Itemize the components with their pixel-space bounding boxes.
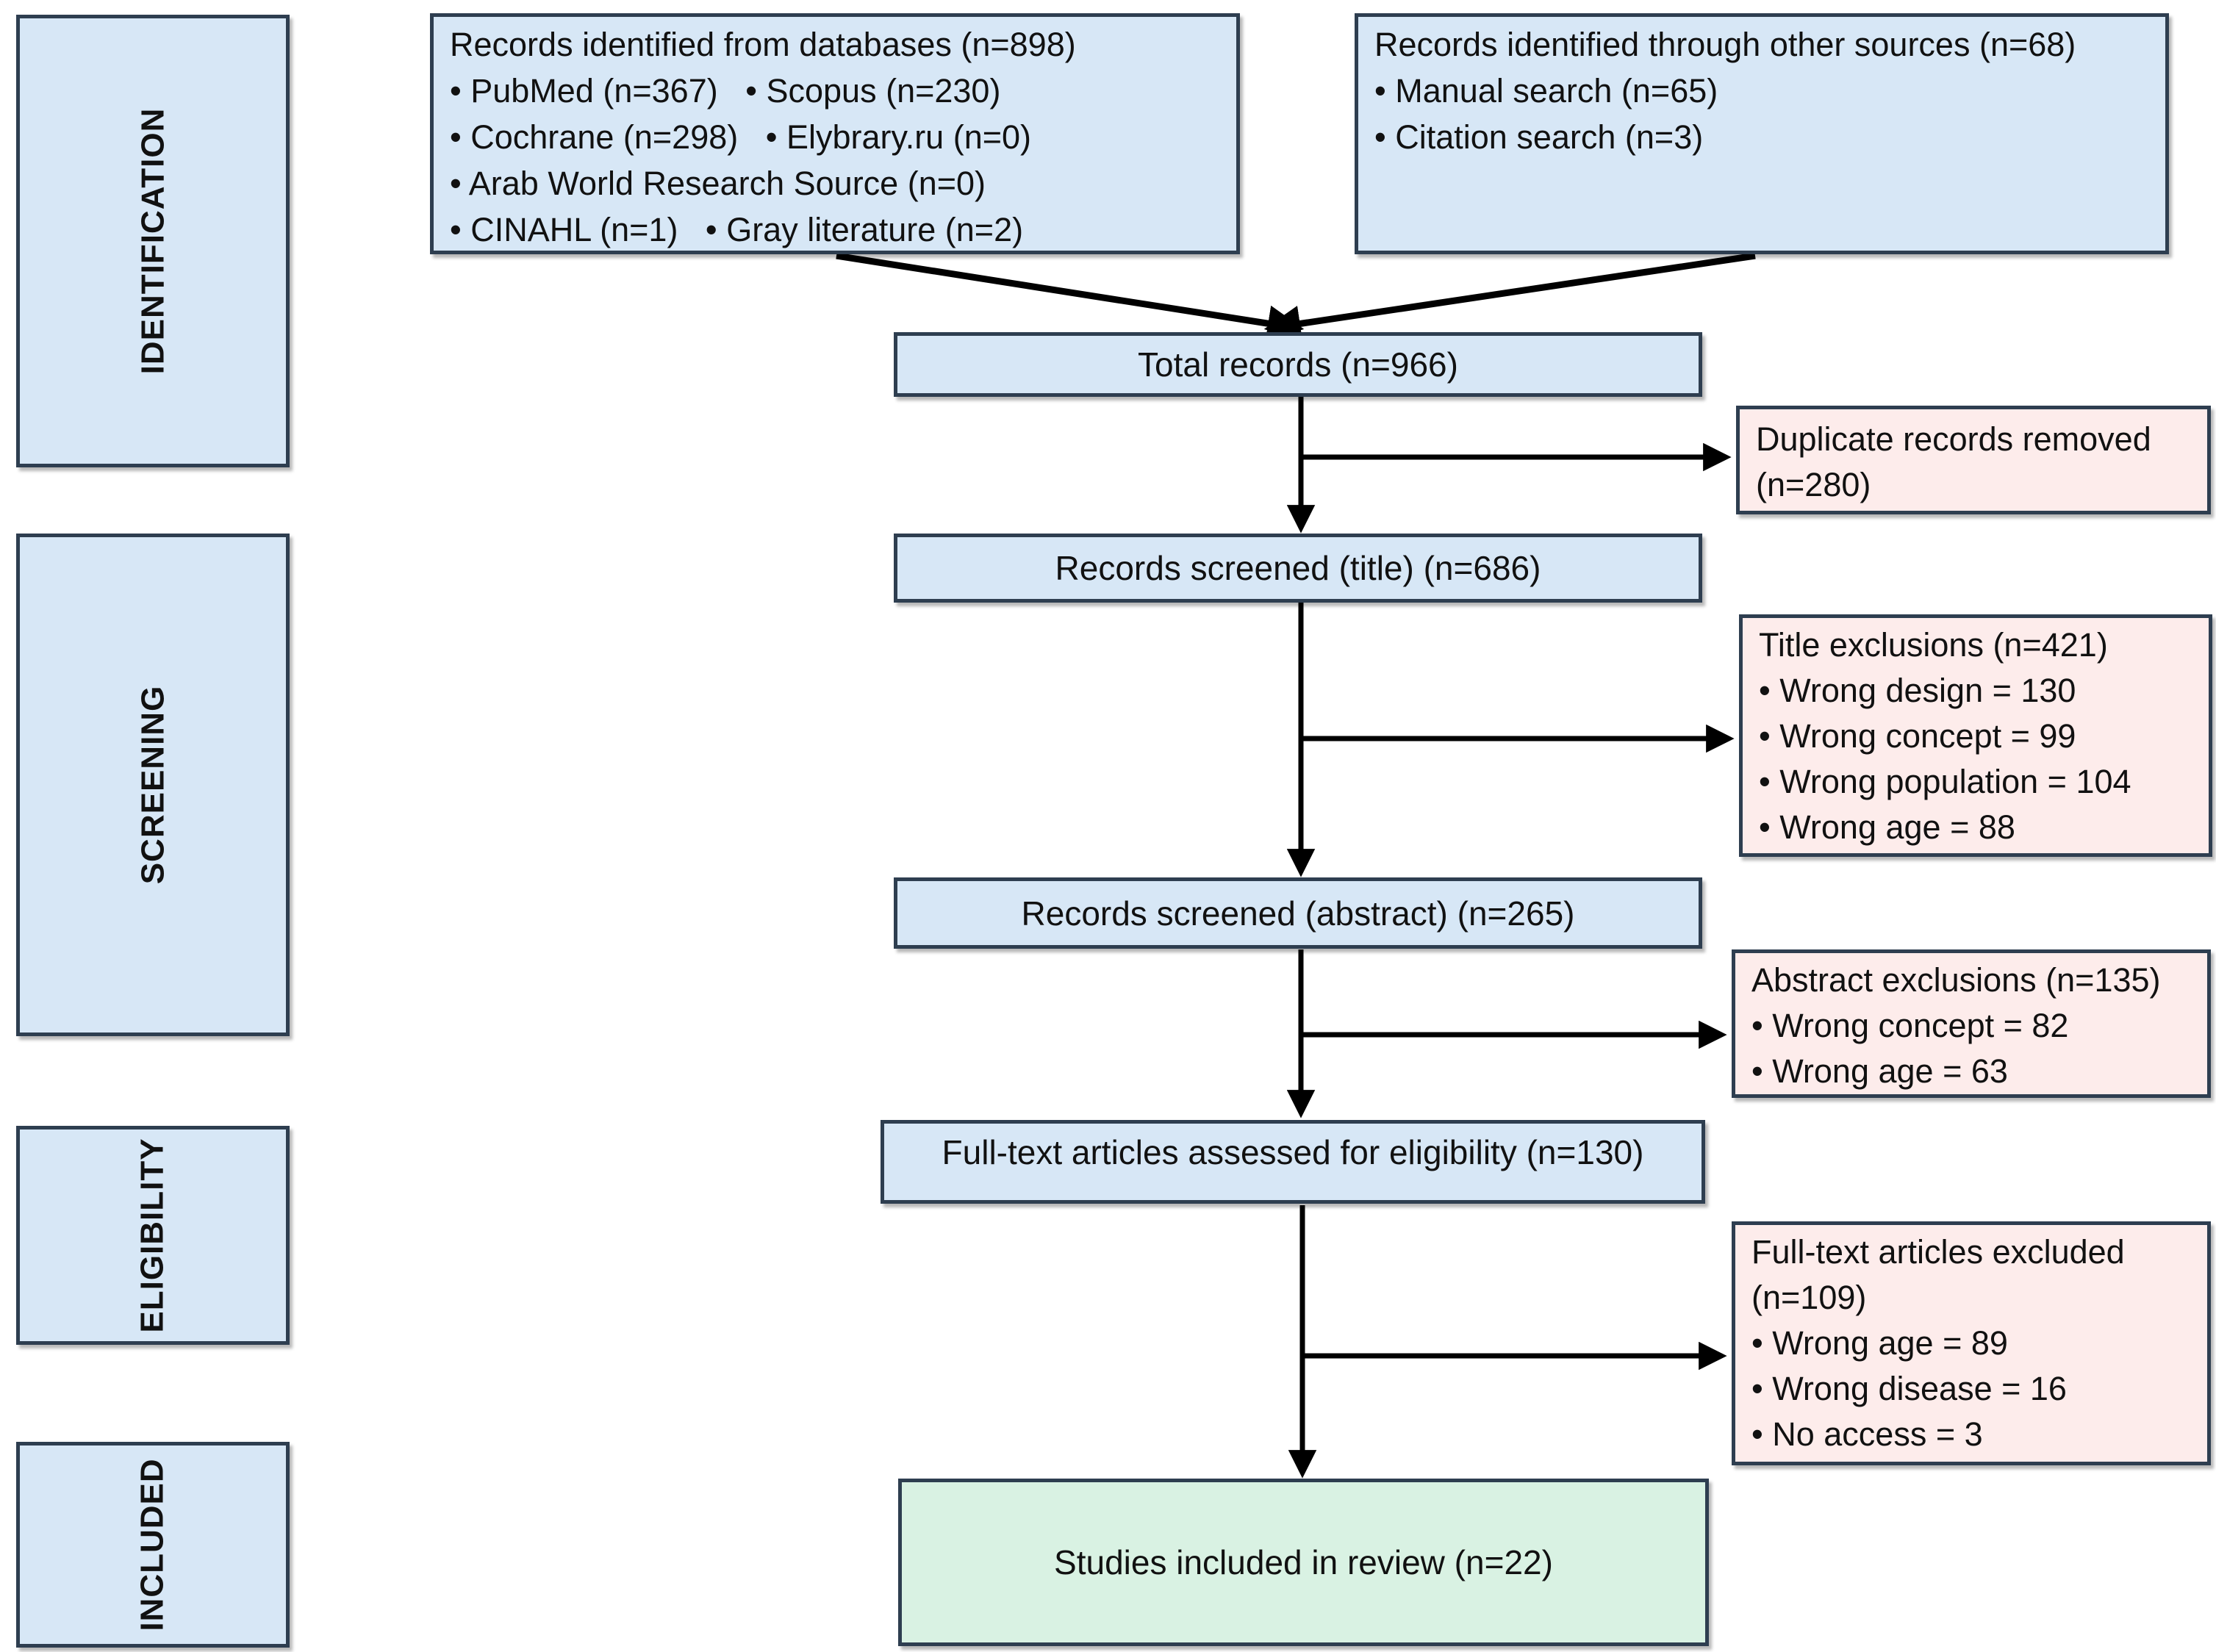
box-total-records: Total records (n=966) <box>894 332 1702 397</box>
stage-included-label: INCLUDED <box>134 1458 171 1631</box>
databases-title: Records identified from databases (n=898… <box>450 26 1076 63</box>
title-exclusions-line-4: • Wrong age = 88 <box>1759 808 2015 846</box>
stage-identification-label: IDENTIFICATION <box>135 107 171 375</box>
box-fulltext-excluded: Full-text articles excluded (n=109) • Wr… <box>1732 1221 2211 1465</box>
fulltext-excluded-line-3: • No access = 3 <box>1751 1415 1983 1453</box>
abstract-exclusions-line-2: • Wrong age = 63 <box>1751 1052 2008 1090</box>
title-exclusions-title: Title exclusions (n=421) <box>1759 626 2108 664</box>
box-fulltext-assessed: Full-text articles assessed for eligibil… <box>881 1120 1705 1204</box>
databases-line-3: • Arab World Research Source (n=0) <box>450 165 986 202</box>
databases-line-4: • CINAHL (n=1) • Gray literature (n=2) <box>450 211 1024 248</box>
box-records-identified-databases: Records identified from databases (n=898… <box>430 13 1240 254</box>
stage-included: INCLUDED <box>16 1442 290 1648</box>
arrow-othersources-to-total <box>1263 252 1756 342</box>
other-sources-line-2: • Citation search (n=3) <box>1374 118 1704 156</box>
stage-eligibility: ELIGIBILITY <box>16 1126 290 1345</box>
studies-included-label: Studies included in review (n=22) <box>1054 1543 1553 1581</box>
databases-line-2: • Cochrane (n=298) • Elybrary.ru (n=0) <box>450 118 1032 156</box>
fulltext-excluded-line-2: • Wrong disease = 16 <box>1751 1370 2067 1407</box>
stage-identification: IDENTIFICATION <box>16 15 290 467</box>
arrow-databases-to-total <box>836 252 1305 342</box>
title-exclusions-line-3: • Wrong population = 104 <box>1759 763 2131 800</box>
databases-line-1: • PubMed (n=367) • Scopus (n=230) <box>450 72 1001 109</box>
box-records-screened-title: Records screened (title) (n=686) <box>894 534 1702 603</box>
box-studies-included: Studies included in review (n=22) <box>898 1479 1709 1646</box>
fulltext-excluded-title: Full-text articles excluded (n=109) <box>1751 1233 2134 1316</box>
box-records-other-sources: Records identified through other sources… <box>1355 13 2169 254</box>
stage-eligibility-label: ELIGIBILITY <box>134 1138 171 1333</box>
box-title-exclusions: Title exclusions (n=421) • Wrong design … <box>1739 614 2212 857</box>
abstract-exclusions-line-1: • Wrong concept = 82 <box>1751 1007 2069 1044</box>
box-abstract-exclusions: Abstract exclusions (n=135) • Wrong conc… <box>1732 949 2211 1098</box>
records-screened-title-label: Records screened (title) (n=686) <box>1055 549 1541 587</box>
title-exclusions-line-2: • Wrong concept = 99 <box>1759 717 2076 755</box>
fulltext-assessed-label: Full-text articles assessed for eligibil… <box>942 1133 1644 1171</box>
box-duplicates-removed: Duplicate records removed (n=280) <box>1736 406 2211 514</box>
other-sources-line-1: • Manual search (n=65) <box>1374 72 1718 109</box>
title-exclusions-line-1: • Wrong design = 130 <box>1759 672 2076 709</box>
other-sources-title: Records identified through other sources… <box>1374 26 2076 63</box>
duplicates-removed-label: Duplicate records removed (n=280) <box>1756 420 2161 503</box>
box-records-screened-abstract: Records screened (abstract) (n=265) <box>894 877 1702 949</box>
total-records-label: Total records (n=966) <box>1138 345 1458 384</box>
stage-screening-label: SCREENING <box>135 685 171 885</box>
abstract-exclusions-title: Abstract exclusions (n=135) <box>1751 961 2161 999</box>
records-screened-abstract-label: Records screened (abstract) (n=265) <box>1021 894 1575 933</box>
stage-screening: SCREENING <box>16 534 290 1036</box>
fulltext-excluded-line-1: • Wrong age = 89 <box>1751 1324 2008 1362</box>
